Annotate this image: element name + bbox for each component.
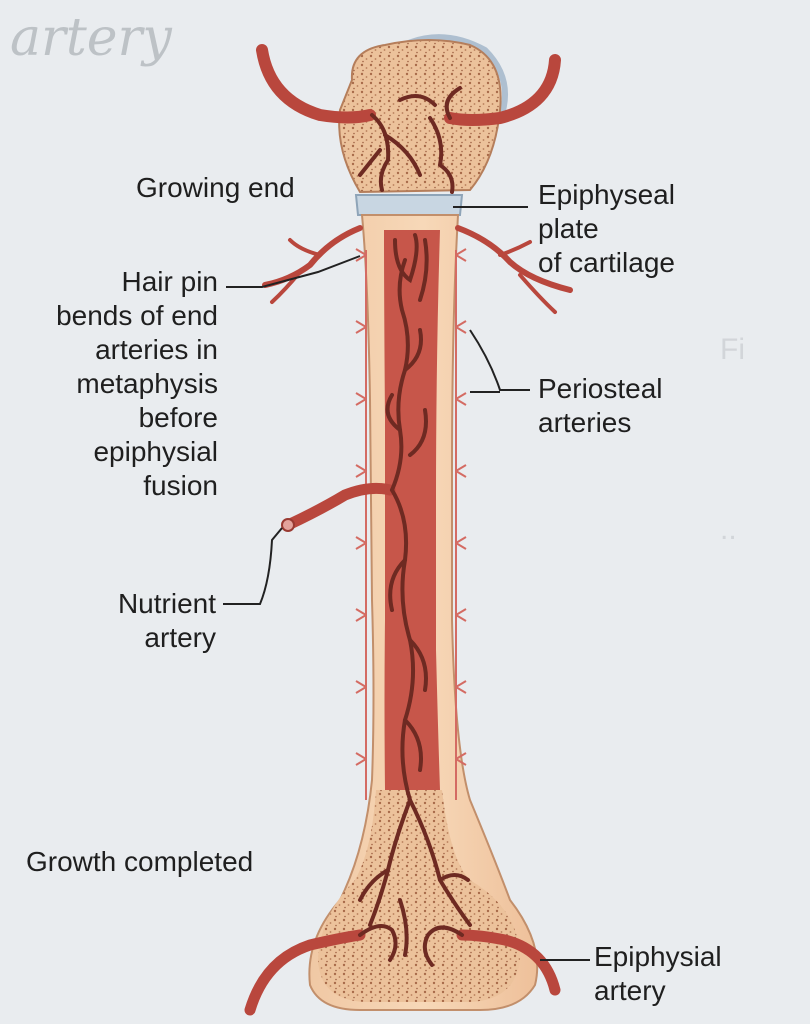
label-line: artery [594,975,666,1006]
periosteal-branch [455,752,467,766]
periosteal-branch [455,392,467,406]
periosteal-branch [455,608,467,622]
label-line: epiphysial [93,436,218,467]
lower-epiphysis [318,790,520,1002]
marrow-cavity [384,230,440,790]
periosteal-branch [355,464,367,478]
periosteal-branch [455,320,467,334]
metaphyseal-arteries [262,225,573,314]
label-growth-completed: Growth completed [26,846,254,877]
label-line: of cartilage [538,247,675,278]
label-line: Periosteal [538,373,663,404]
label-line: fusion [143,470,218,501]
lower-epiphysial-arteries [244,924,561,1016]
epiphyseal-plate [354,194,464,216]
label-periosteal-arteries: Periosteal arteries [538,372,663,440]
handwritten-note: artery [10,8,172,68]
periosteal-branch [355,608,367,622]
periosteal-branch [455,464,467,478]
nutrient-artery [281,482,396,532]
label-growing-end: Growing end [136,172,295,203]
label-line: plate [538,213,599,244]
label-line: Nutrient [117,588,216,619]
label-line: Epiphyseal [538,179,675,210]
periosteal-branch [355,680,367,694]
periosteal-branch [355,392,367,406]
label-line: before [138,402,218,433]
label-epiphysial-artery: Epiphysial artery [594,940,722,1008]
label-line: Hair pin [121,266,218,297]
periosteal-branch [355,536,367,550]
periosteal-branch [355,320,367,334]
periosteal-branch [455,536,467,550]
periosteal-branch [355,752,367,766]
periosteal-branch [355,248,367,262]
medullary-vessels [358,258,472,957]
label-line: artery [144,622,216,653]
label-line: metaphysis [76,368,218,399]
upper-epiphysis [338,39,502,194]
label-line: Epiphysial [594,941,722,972]
label-line: arteries [538,407,632,438]
leader-lines [223,206,590,961]
label-nutrient-artery: Nutrient artery [118,587,216,655]
upper-epiphysial-arteries [256,44,561,194]
periosteal-branch [455,680,467,694]
label-epiphyseal-plate: Epiphyseal plate of cartilage [538,178,675,280]
label-hair-pin: Hair pin bends of end arteries in metaph… [56,265,218,503]
label-line: arteries in [95,334,218,365]
periosteal-arteries [365,250,457,800]
periosteal-branch [455,248,467,262]
label-line: bends of end [56,300,218,331]
periosteal-branches [355,248,467,766]
